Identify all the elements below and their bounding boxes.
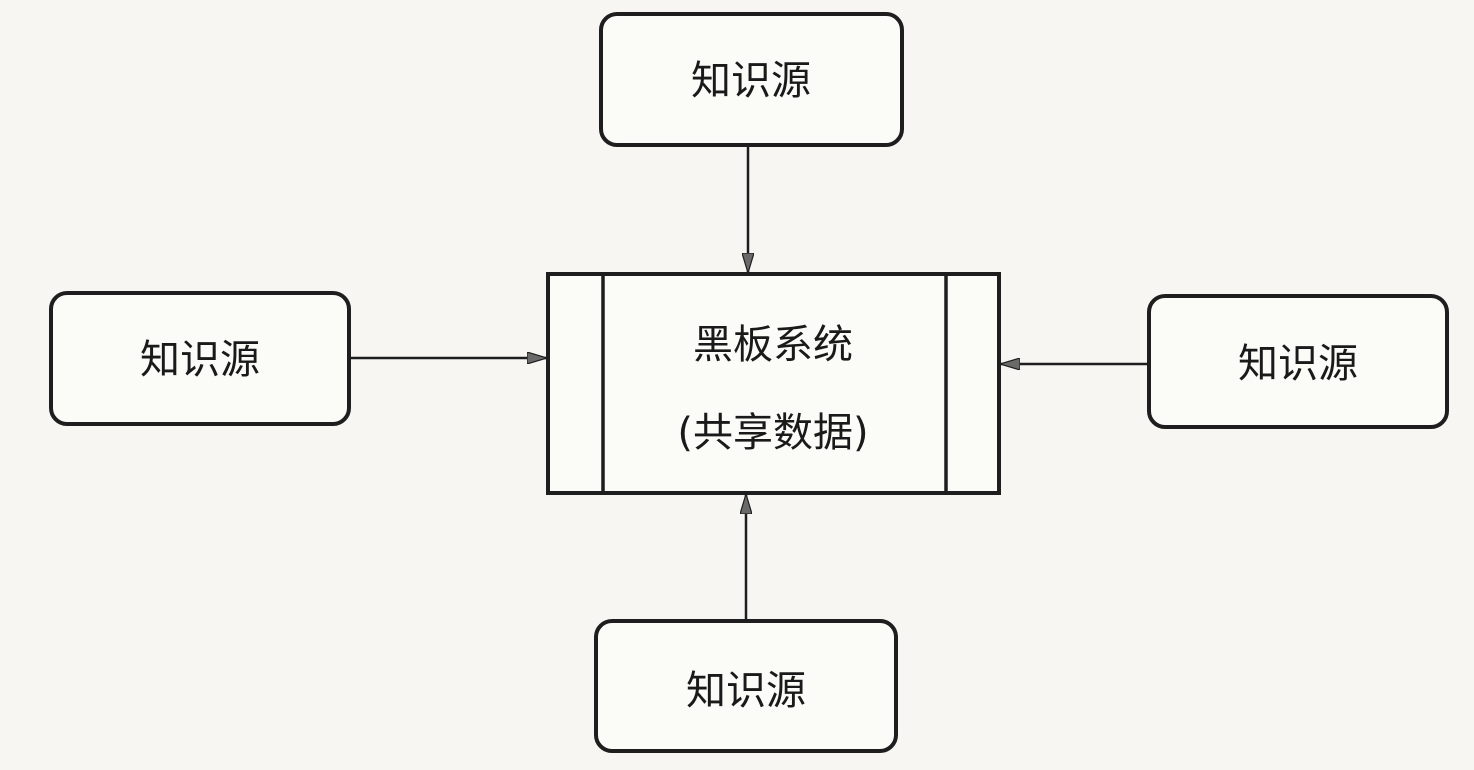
blackboard-subtitle: (共享数据) xyxy=(677,410,868,456)
blackboard-box xyxy=(546,272,1001,495)
blackboard-title: 黑板系统 xyxy=(693,322,853,368)
knowledge-source-right-box xyxy=(1147,294,1449,429)
knowledge-source-left-label: 知识源 xyxy=(140,337,260,383)
knowledge-source-bottom-label: 知识源 xyxy=(686,668,806,714)
knowledge-source-right: 知识源 xyxy=(1147,294,1449,429)
knowledge-source-top-label: 知识源 xyxy=(691,58,811,104)
knowledge-source-top: 知识源 xyxy=(599,12,904,147)
knowledge-source-bottom: 知识源 xyxy=(594,619,898,753)
knowledge-source-left: 知识源 xyxy=(49,291,351,426)
knowledge-source-top-box xyxy=(599,12,904,147)
knowledge-source-left-box xyxy=(49,291,351,426)
knowledge-source-right-label: 知识源 xyxy=(1238,341,1358,387)
knowledge-source-bottom-box xyxy=(594,619,898,753)
blackboard-system-node: 黑板系统 (共享数据) xyxy=(546,272,1001,495)
